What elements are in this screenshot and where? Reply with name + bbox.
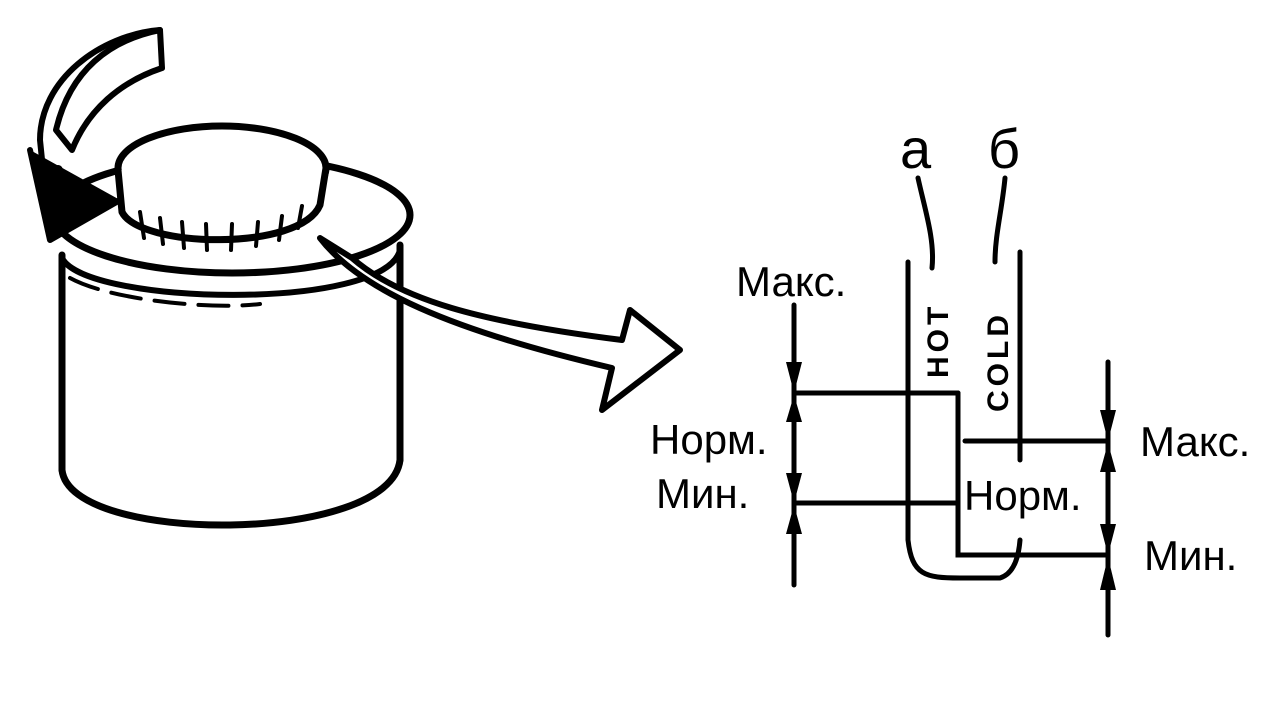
marker-b: б	[988, 117, 1020, 180]
hot-min-label: Мин.	[656, 470, 749, 517]
dipstick-hot-text: HOT	[922, 303, 955, 378]
reservoir-illustration	[27, 27, 683, 529]
scale-arrowheads	[786, 362, 1116, 590]
cold-norm-label: Норм.	[964, 472, 1082, 519]
cold-min-label: Мин.	[1144, 532, 1237, 579]
dipstick-cold-text: COLD	[982, 311, 1015, 412]
hot-norm-label: Норм.	[650, 416, 768, 463]
hot-max-label: Макс.	[736, 258, 846, 305]
marker-a: а	[900, 117, 932, 180]
cold-max-label: Макс.	[1140, 418, 1250, 465]
dipstick-diagram	[791, 175, 1111, 638]
